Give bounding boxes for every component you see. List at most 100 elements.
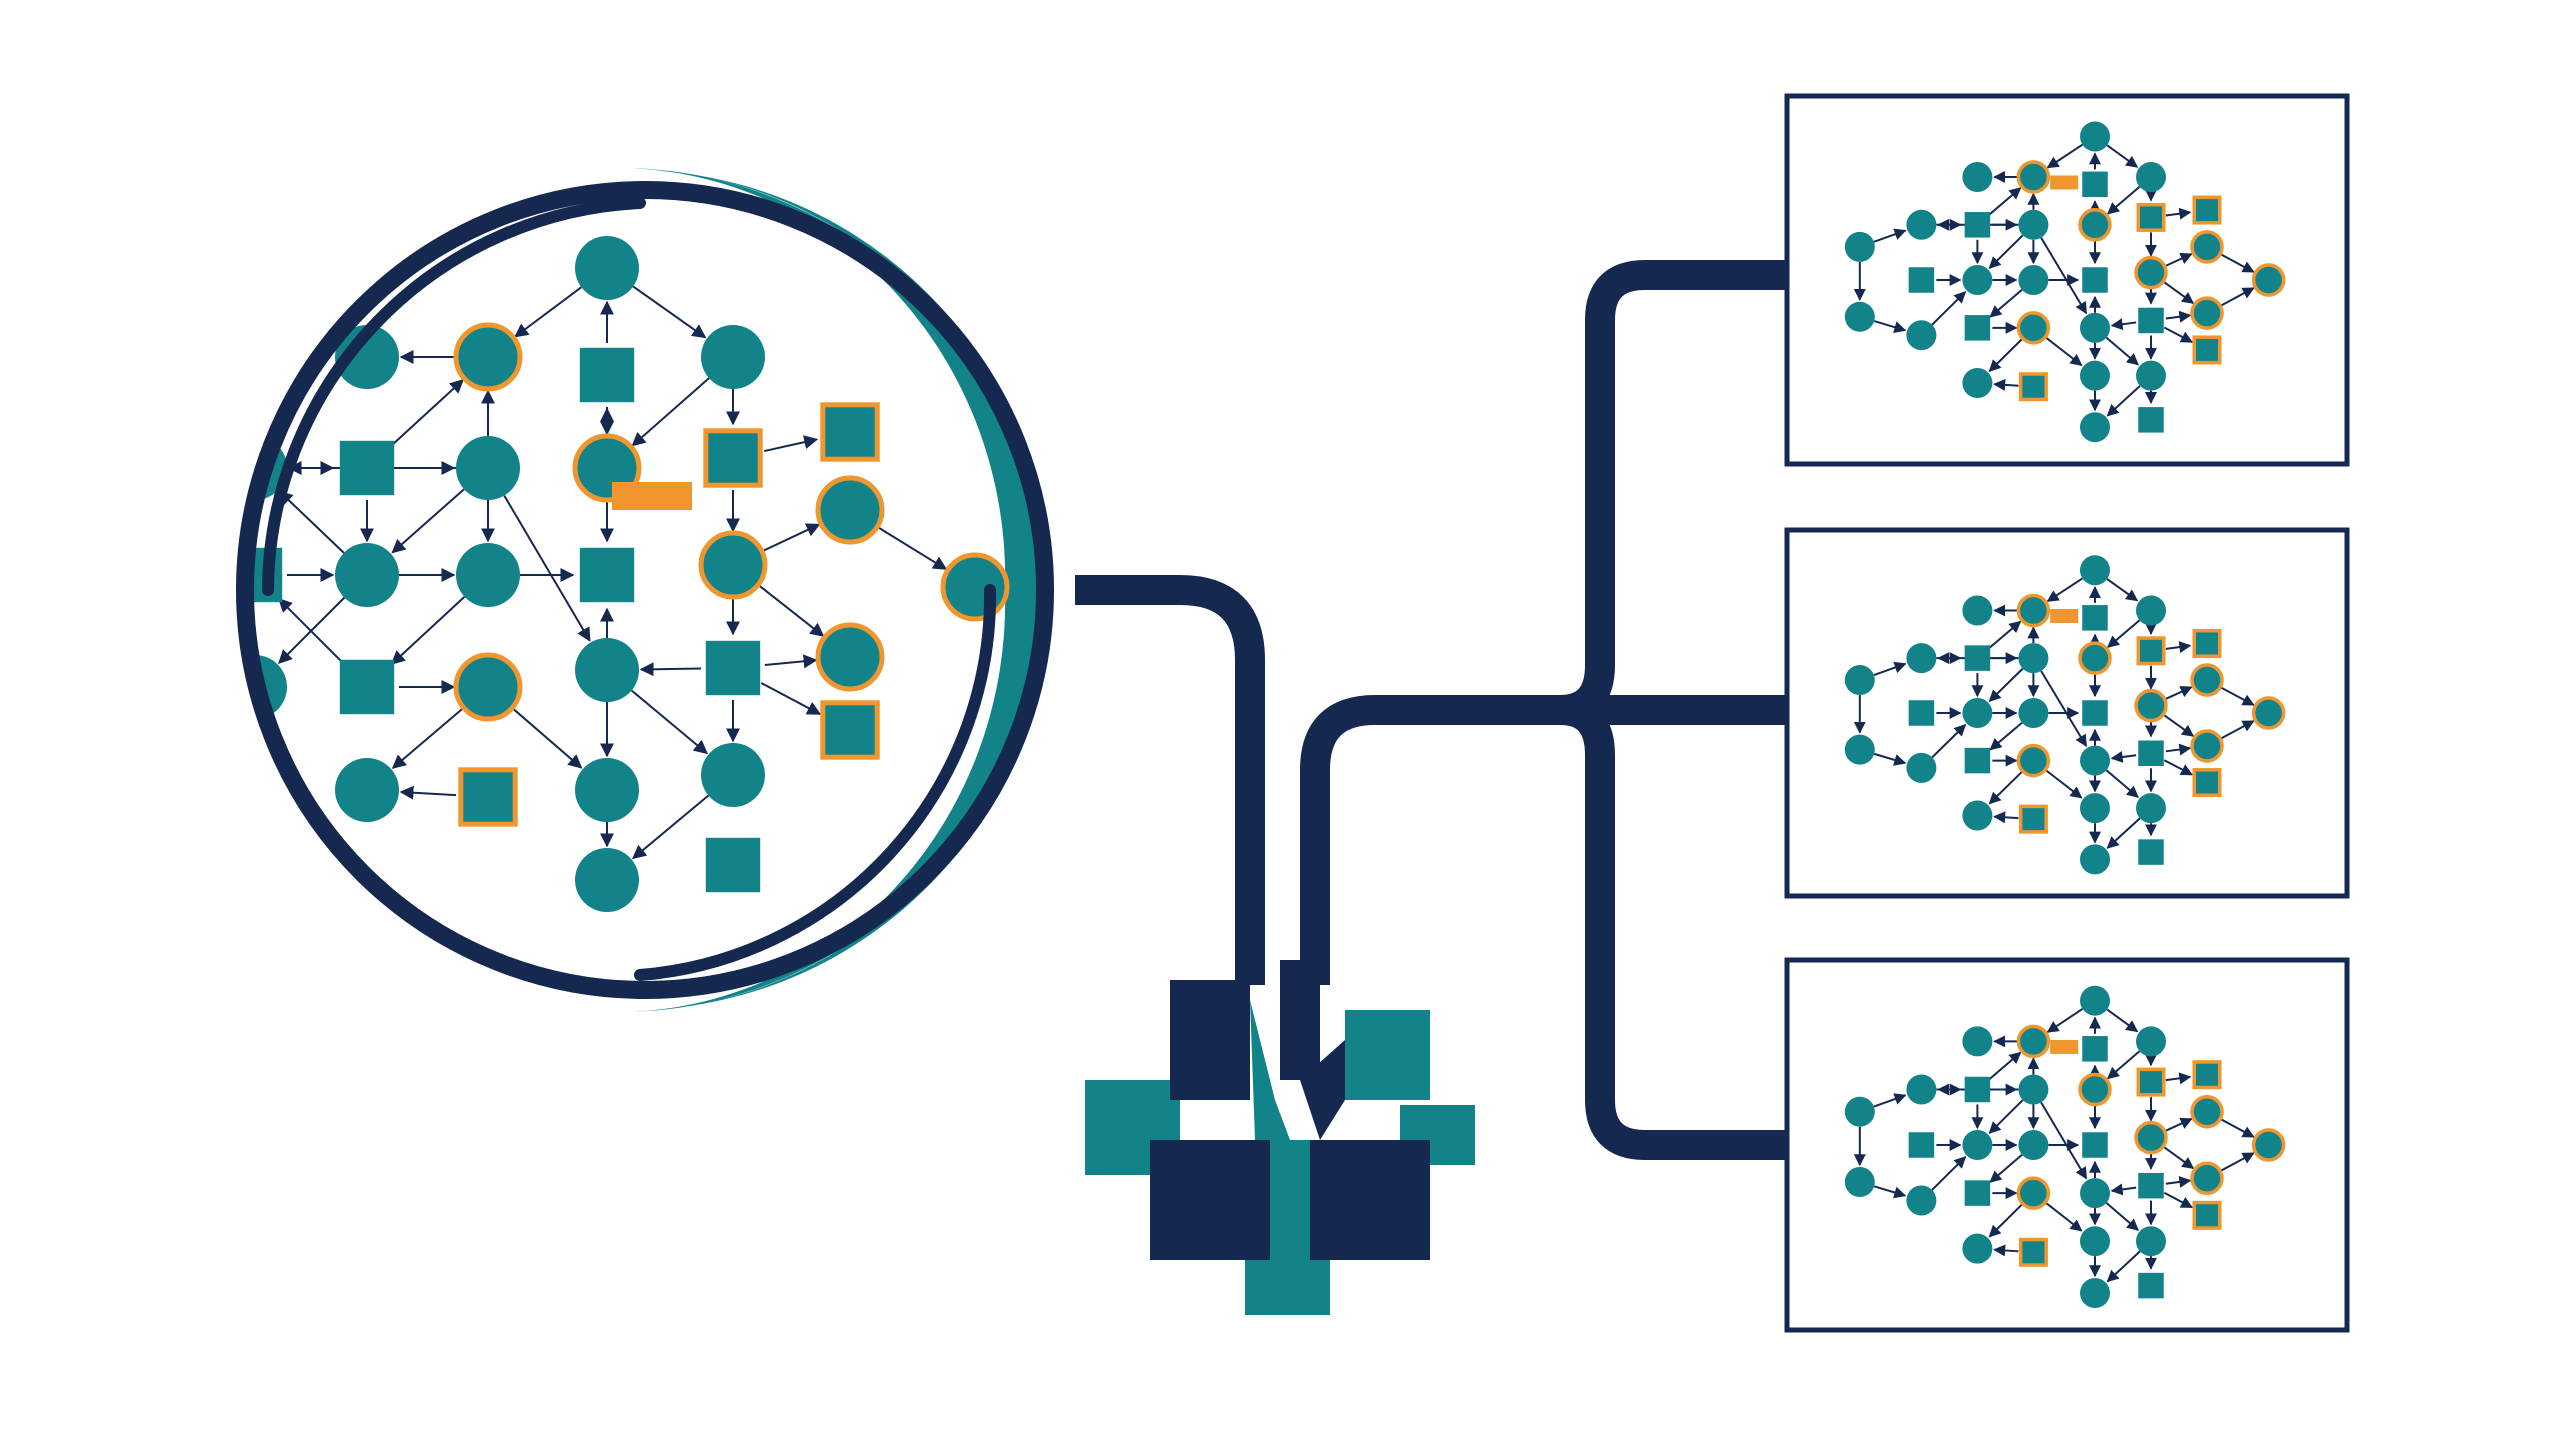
graph-edge: [1988, 187, 2022, 216]
output-panel-1: [1784, 93, 2350, 467]
highlighted-square-node: [2192, 195, 2222, 225]
square-node: [1964, 747, 1991, 774]
highlighted-square-node: [820, 700, 880, 760]
graph-edge: [2040, 670, 2088, 748]
graph-edge: [2106, 1050, 2141, 1080]
graph-edge: [2162, 1145, 2195, 1170]
graph-edge: [2040, 237, 2088, 315]
graph-edge: [757, 583, 825, 637]
graph-edge: [391, 488, 465, 554]
graph-edge: [1873, 752, 1907, 766]
hub-block: [1150, 1140, 1270, 1260]
square-node: [339, 440, 395, 496]
graph-edge: [2046, 143, 2084, 169]
circle-node: [1962, 1130, 1993, 1160]
circle-node: [456, 436, 520, 500]
square-node: [2138, 1272, 2164, 1299]
circle-node: [1962, 595, 1993, 626]
highlighted-circle-node: [940, 552, 1010, 622]
circle-node: [2080, 360, 2110, 391]
graph-edge: [1873, 1093, 1907, 1108]
graph-edge: [2164, 1117, 2193, 1133]
circle-node: [575, 758, 639, 822]
square-node: [1908, 1132, 1935, 1158]
circle-node: [1962, 1233, 1993, 1264]
circle-node: [1844, 665, 1875, 696]
graph-edge: [876, 525, 948, 571]
circle-node: [1906, 752, 1937, 783]
circle-node: [2080, 1178, 2110, 1209]
circle-node: [335, 543, 399, 607]
highlight-tag: [2050, 175, 2079, 190]
square-node: [1964, 315, 1991, 341]
circle-node: [1844, 1167, 1875, 1197]
panel-graph-nodes: [1844, 555, 2286, 875]
panel-graph-edges: [1853, 143, 2255, 417]
highlighted-circle-node: [2190, 663, 2224, 697]
highlighted-circle-node: [2251, 263, 2286, 297]
highlighted-circle-node: [2190, 230, 2224, 264]
connector-lens-to-hub: [1075, 575, 1265, 985]
highlighted-circle-node: [2134, 255, 2168, 290]
highlighted-circle-node: [2190, 1161, 2224, 1196]
square-node: [1964, 1180, 1991, 1206]
square-node: [2082, 1036, 2108, 1062]
graph-edge: [2110, 1183, 2137, 1196]
graph-edge: [2219, 1152, 2255, 1173]
output-panel-2: [1784, 527, 2350, 899]
highlighted-circle-node: [2134, 688, 2168, 723]
graph-edge: [1988, 1202, 2024, 1238]
hub-block: [1280, 960, 1320, 1080]
graph-edge: [2044, 1201, 2083, 1232]
graph-edge: [2110, 751, 2137, 763]
circle-node: [2018, 698, 2049, 728]
graph-edge: [1989, 288, 2023, 318]
graph-edge: [2044, 336, 2083, 367]
connector-paths: [1075, 260, 1790, 1160]
graph-edge: [514, 286, 582, 338]
connector-branch-to-panel-1: [1559, 260, 1785, 725]
panel-graph-nodes: [1844, 985, 2286, 1308]
highlighted-square-node: [2192, 335, 2222, 365]
graph-edge: [764, 654, 818, 669]
circle-node: [456, 543, 520, 607]
hub-shard: [1250, 1000, 1290, 1140]
graph-edge: [760, 682, 822, 715]
graph-edge: [389, 379, 464, 448]
graph-edge: [2105, 769, 2139, 798]
circle-node: [2018, 209, 2049, 240]
highlighted-circle-node: [2016, 1024, 2051, 1059]
graph-edge: [1931, 1156, 1967, 1191]
square-node: [1908, 267, 1935, 293]
circle-node: [2080, 1226, 2110, 1257]
circle-node: [1844, 734, 1875, 765]
highlighted-circle-node: [2190, 296, 2224, 330]
highlighted-circle-node: [2251, 696, 2286, 730]
square-node: [705, 640, 761, 696]
square-node: [1964, 645, 1991, 671]
circle-node: [2136, 360, 2166, 391]
graph-edge: [639, 662, 702, 677]
highlight-tag: [2050, 1039, 2079, 1054]
circle-node: [1906, 320, 1937, 351]
square-node: [2082, 267, 2108, 293]
graph-edge: [511, 707, 583, 769]
graph-edge: [1988, 620, 2022, 650]
graph-edge: [2165, 207, 2192, 220]
highlighted-circle-node: [453, 652, 523, 722]
graph-edge: [2106, 1008, 2139, 1033]
graph-edge: [2105, 1202, 2140, 1231]
graph-edge: [1988, 1099, 2024, 1134]
highlighted-square-node: [2136, 202, 2166, 232]
square-node: [2082, 700, 2108, 726]
circle-node: [575, 848, 639, 912]
highlighted-circle-node: [2134, 1120, 2168, 1155]
graph-edge: [2107, 619, 2141, 648]
highlight-tag: [2050, 609, 2079, 624]
graph-edge: [390, 596, 466, 665]
circle-node: [2136, 595, 2166, 626]
circle-node: [2136, 793, 2166, 824]
connector-hub-to-panel-2: [1300, 695, 1790, 985]
circle-node: [2080, 985, 2110, 1016]
